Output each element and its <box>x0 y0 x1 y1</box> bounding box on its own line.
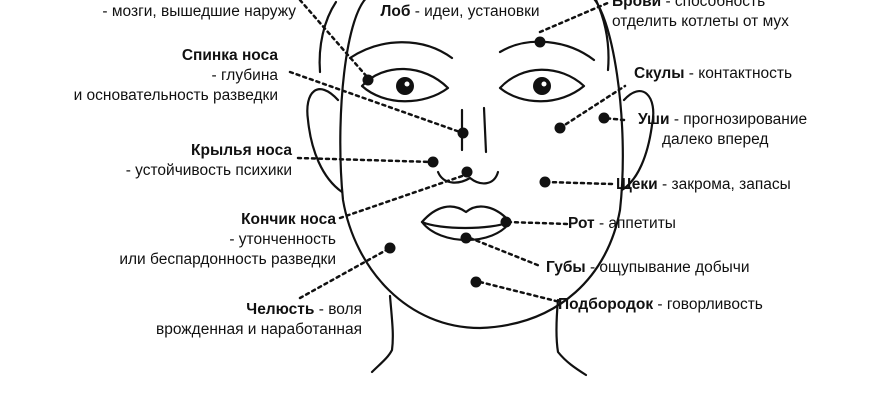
left-eye <box>360 67 450 103</box>
nose-right-line <box>482 106 488 154</box>
label-nose-bridge-title: Спинка носа <box>181 47 278 64</box>
label-lips-title: Губы <box>546 259 586 276</box>
right-pupil <box>533 77 551 95</box>
label-nose-tip-title: Кончик носа <box>241 211 336 228</box>
label-chin: Подбородок - говорливость <box>558 295 763 315</box>
label-mouth-title: Рот <box>568 215 595 232</box>
label-eyebrows: Брови - способность отделить котлеты от … <box>612 0 789 32</box>
label-nose-wings-title: Крылья носа <box>191 142 292 159</box>
hair-line-left <box>318 0 338 74</box>
label-nose-bridge-desc: - глубина <box>211 67 278 84</box>
label-chin-desc: - говорливость <box>657 296 763 313</box>
label-brain-desc: - мозги, вышедшие наружу <box>102 3 296 20</box>
nose-bottom <box>436 170 500 185</box>
label-lips: Губы - ощупывание добычи <box>546 258 750 278</box>
label-jaw-title: Челюсть <box>246 301 315 318</box>
label-nose-tip: Кончик носа - утонченность или беспардон… <box>0 210 336 270</box>
left-ear <box>306 88 344 194</box>
label-ears-desc: - прогнозирование <box>673 111 808 128</box>
upper-lip <box>420 205 512 230</box>
label-forehead: Лоб - идеи, установки <box>340 2 580 22</box>
label-cheekbones-desc: - контактность <box>688 65 793 82</box>
hair-line-right <box>594 0 610 72</box>
right-eye <box>498 68 586 103</box>
label-nose-tip-desc2: или беспардонность разведки <box>119 251 336 268</box>
label-jaw-desc2: врожденная и наработанная <box>156 321 362 338</box>
label-mouth: Рот - аппетиты <box>568 214 676 234</box>
label-mouth-desc: - аппетиты <box>598 215 676 232</box>
right-eyebrow <box>498 40 596 62</box>
label-cheeks: Щеки - закрома, запасы <box>616 175 791 195</box>
label-lips-desc: - ощупывание добычи <box>589 259 750 276</box>
right-ear <box>620 90 655 192</box>
label-chin-title: Подбородок <box>558 296 654 313</box>
label-nose-bridge: Спинка носа - глубина и основательность … <box>0 46 278 106</box>
label-cheeks-desc: - закрома, запасы <box>662 176 791 193</box>
left-pupil <box>396 77 414 95</box>
label-nose-wings-desc: - устойчивость психики <box>125 162 292 179</box>
label-eyebrows-title: Брови <box>612 0 662 10</box>
label-ears: Уши - прогнозирование далеко вперед <box>638 110 807 150</box>
neck-left <box>370 294 394 374</box>
label-forehead-title: Лоб <box>380 3 411 20</box>
face-outline <box>339 0 624 330</box>
label-forehead-desc: - идеи, установки <box>414 3 540 20</box>
label-jaw-desc: - воля <box>318 301 362 318</box>
label-nose-bridge-desc2: и основательность разведки <box>73 87 278 104</box>
label-eyebrows-desc2: отделить котлеты от мух <box>612 13 789 30</box>
label-brain: - мозги, вышедшие наружу <box>16 2 296 22</box>
neck-right <box>555 298 588 377</box>
label-cheeks-title: Щеки <box>616 176 658 193</box>
label-cheekbones: Скулы - контактность <box>634 64 792 84</box>
left-eyebrow <box>348 41 454 60</box>
label-ears-desc2: далеко вперед <box>662 131 769 148</box>
label-nose-wings: Крылья носа - устойчивость психики <box>0 141 292 181</box>
label-nose-tip-desc: - утонченность <box>229 231 336 248</box>
label-jaw: Челюсть - воля врожденная и наработанная <box>0 300 362 340</box>
label-ears-title: Уши <box>638 111 670 128</box>
label-cheekbones-title: Скулы <box>634 65 685 82</box>
label-eyebrows-desc: - способность <box>665 0 766 10</box>
